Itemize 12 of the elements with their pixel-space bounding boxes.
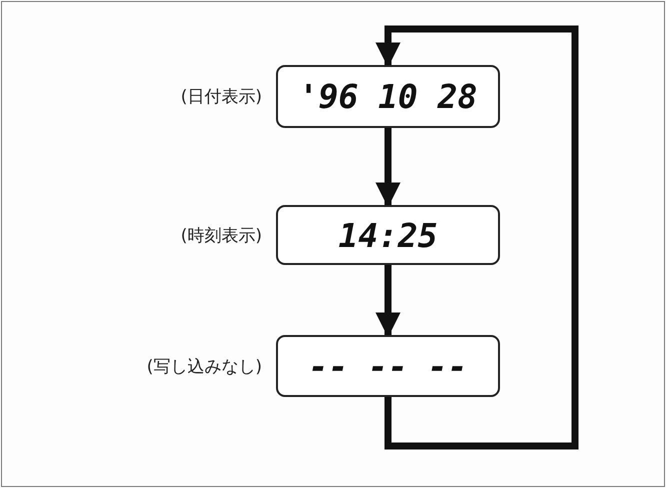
arrow [375,265,401,338]
display-mode-label: (日付表示) [180,86,262,108]
arrow [375,26,578,450]
display-readout: 14:25 [338,216,438,254]
lcd-display-box [276,205,500,265]
display-mode-label: (写し込みなし) [146,356,262,378]
lcd-display-box [276,65,500,128]
display-readout: -- -- -- [308,346,468,386]
lcd-display-box [276,335,500,397]
display-readout: '96 10 28 [298,77,478,116]
display-mode-label: (時刻表示) [180,225,262,247]
arrow [375,128,401,208]
